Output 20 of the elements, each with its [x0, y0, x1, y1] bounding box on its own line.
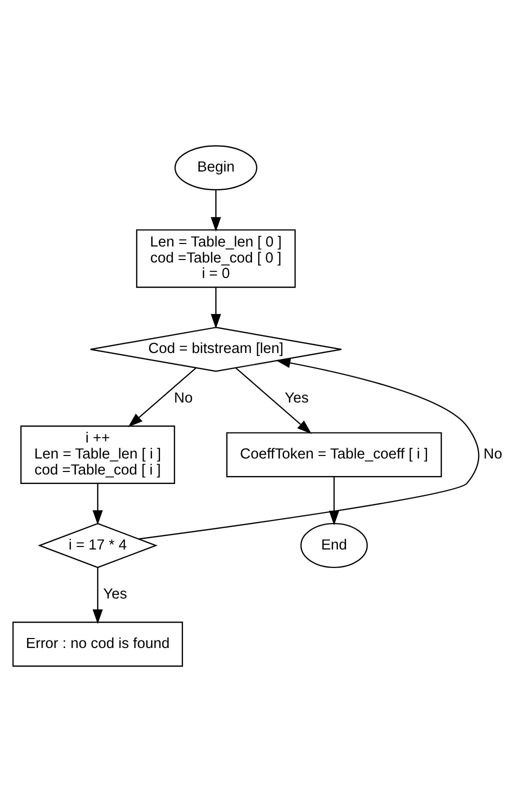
arrow: [210, 189, 222, 232]
node-box: i ++ Len = Table_len [ i ] cod =Table_cod [ i ]: [20, 425, 176, 484]
arrow: [210, 286, 222, 328]
arrow: [138, 357, 480, 540]
arrow: [128, 367, 196, 427]
edge-label: Yes: [284, 390, 309, 406]
node-box: Len = Table_len [ 0 ] cod =Table_cod [ 0 ] i = 0: [136, 228, 296, 288]
edge-label: No: [484, 446, 502, 462]
node-diamond: i = 17 * 4: [38, 522, 158, 568]
arrow: [92, 482, 103, 524]
edge-label: No: [174, 390, 193, 406]
node-ellipse: Begin: [174, 144, 258, 190]
node-diamond: Cod = bitstream [len]: [90, 326, 342, 372]
arrow: [92, 567, 103, 624]
arrow: [236, 367, 312, 434]
node-ellipse: End: [300, 522, 368, 568]
edge-label: Yes: [103, 586, 128, 602]
node-box: CoeffToken = Table_coeff [ i ]: [226, 432, 442, 477]
node-box: Error : no cod is found: [12, 621, 183, 666]
arrow: [328, 476, 340, 525]
